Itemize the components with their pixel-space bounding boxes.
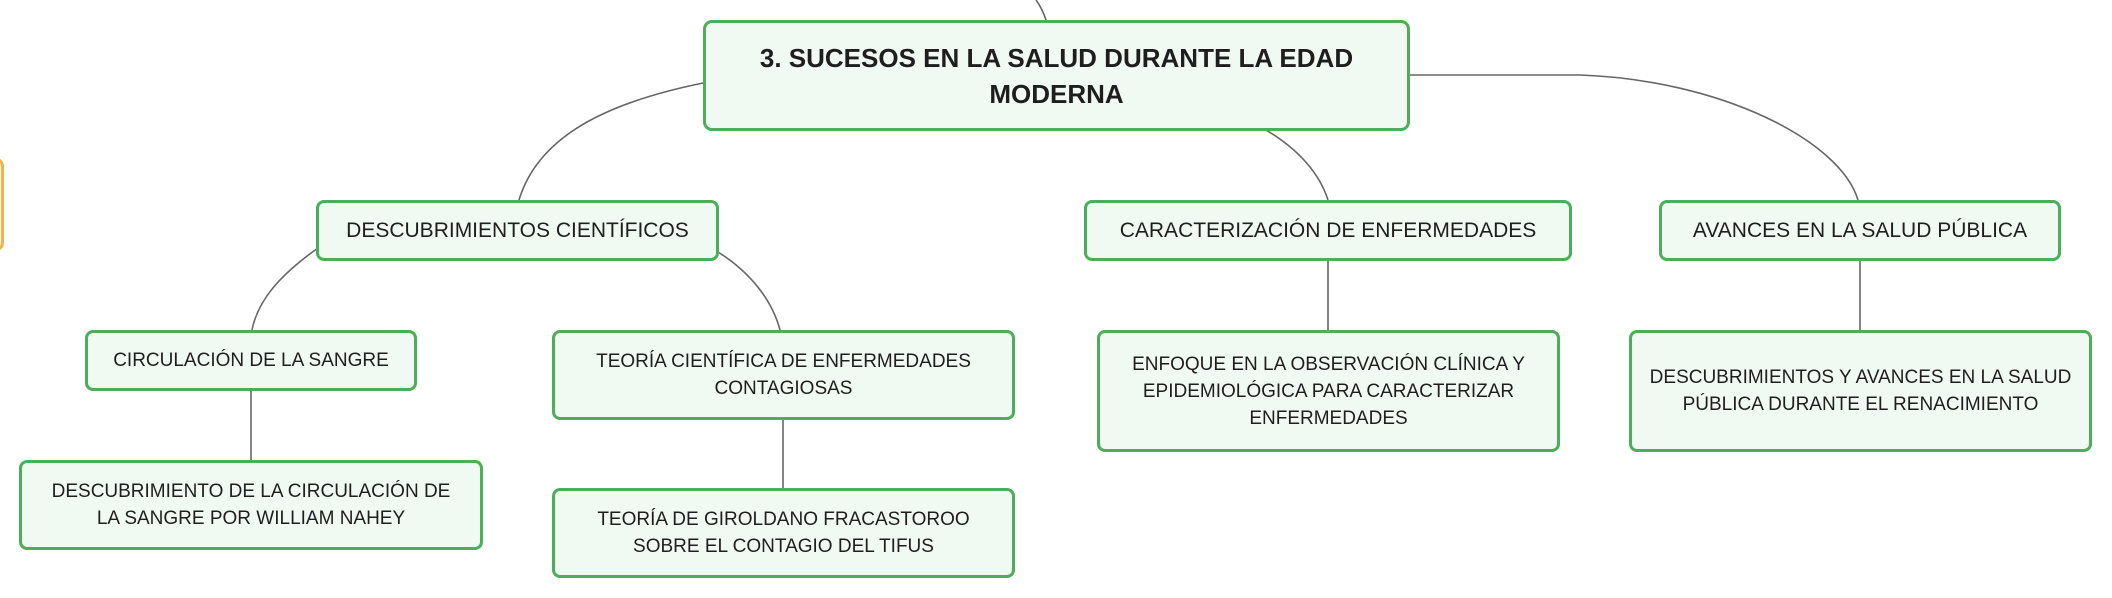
- topic-caracterizacion-enfermedades[interactable]: CARACTERIZACIÓN DE ENFERMEDADES: [1084, 200, 1572, 261]
- detail-label: TEORÍA DE GIROLDANO FRACASTOROO SOBRE EL…: [597, 509, 970, 557]
- topic-descubrimientos-cientificos[interactable]: DESCUBRIMIENTOS CIENTÍFICOS: [316, 200, 719, 261]
- subtopic-circulacion-sangre[interactable]: CIRCULACIÓN DE LA SANGRE: [85, 330, 417, 391]
- root-topic[interactable]: 3. SUCESOS EN LA SALUD DURANTE LA EDAD M…: [703, 20, 1410, 131]
- detail-circulacion-william-nahey[interactable]: DESCUBRIMIENTO DE LA CIRCULACIÓN DE LA S…: [19, 460, 483, 550]
- link-root-to-avances: [1410, 74, 1859, 201]
- detail-teoria-fracastoroo-tifus[interactable]: TEORÍA DE GIROLDANO FRACASTOROO SOBRE EL…: [552, 488, 1015, 578]
- subtopic-label: TEORÍA CIENTÍFICA DE ENFERMEDADES CONTAG…: [596, 351, 971, 399]
- subtopic-label: CIRCULACIÓN DE LA SANGRE: [113, 350, 389, 371]
- offscreen-node-edge[interactable]: [0, 158, 4, 251]
- subtopic-label: ENFOQUE EN LA OBSERVACIÓN CLÍNICA Y EPID…: [1132, 353, 1525, 429]
- subtopic-enfoque-observacion-clinica[interactable]: ENFOQUE EN LA OBSERVACIÓN CLÍNICA Y EPID…: [1097, 330, 1560, 452]
- topic-label: AVANCES EN LA SALUD PÚBLICA: [1692, 218, 2028, 242]
- link-descubrimientos-to-teoria: [717, 251, 781, 331]
- subtopic-avances-renacimiento[interactable]: DESCUBRIMIENTOS Y AVANCES EN LA SALUD PÚ…: [1629, 330, 2092, 452]
- link-root-to-caracterizacion: [1265, 129, 1329, 201]
- detail-label: DESCUBRIMIENTO DE LA CIRCULACIÓN DE LA S…: [51, 481, 451, 529]
- topic-label: DESCUBRIMIENTOS CIENTÍFICOS: [346, 218, 689, 242]
- topic-avances-salud-publica[interactable]: AVANCES EN LA SALUD PÚBLICA: [1659, 200, 2061, 261]
- root-topic-label: 3. SUCESOS EN LA SALUD DURANTE LA EDAD M…: [759, 42, 1354, 109]
- subtopic-label: DESCUBRIMIENTOS Y AVANCES EN LA SALUD PÚ…: [1649, 367, 2072, 415]
- link-root-to-descubrimientos: [518, 82, 704, 201]
- subtopic-teoria-enfermedades-contagiosas[interactable]: TEORÍA CIENTÍFICA DE ENFERMEDADES CONTAG…: [552, 330, 1015, 420]
- link-parent-to-root: [1035, 0, 1047, 21]
- topic-label: CARACTERIZACIÓN DE ENFERMEDADES: [1119, 218, 1537, 242]
- link-descubrimientos-to-circulacion: [251, 247, 319, 331]
